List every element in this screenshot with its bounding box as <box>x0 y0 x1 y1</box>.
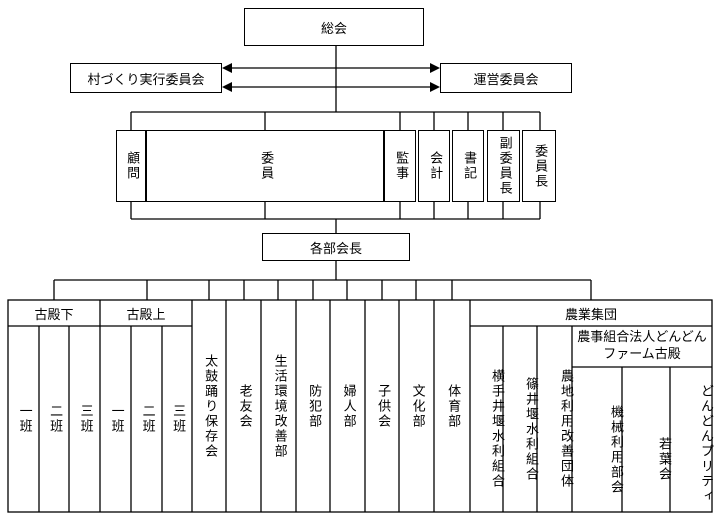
corp-group-machinery: 機械利用部会 <box>608 404 623 495</box>
department-elderly: 老友会 <box>236 383 252 429</box>
kodono-shimo-group-2: 二班 <box>47 404 63 434</box>
arrow-head-left-upper <box>222 63 232 73</box>
farming-group-land-use: 農地利用改善団体 <box>558 369 573 489</box>
general-meeting-box: 総会 <box>244 8 424 46</box>
corp-group-pretty: どんどんプリティ <box>698 383 713 504</box>
kodono-kami-title: 古殿上 <box>126 307 166 323</box>
arrow-head-right-upper <box>430 63 440 73</box>
kodono-shimo-group-1: 一班 <box>16 404 32 434</box>
auditor-label: 監事 <box>393 151 409 181</box>
department-sports: 体育部 <box>445 383 461 429</box>
advisor-box: 顧問 <box>116 130 146 202</box>
accountant-label: 会計 <box>427 151 443 181</box>
department-heads-label: 各部会長 <box>309 241 362 257</box>
arrow-head-right-lower <box>430 82 440 92</box>
department-children: 子供会 <box>375 383 391 429</box>
advisor-label: 顧問 <box>124 151 140 181</box>
department-heads-box: 各部会長 <box>262 233 410 261</box>
accountant-box: 会計 <box>418 130 450 202</box>
farming-corp-title: 農事組合法人どんどんファーム古殿 <box>577 330 707 362</box>
kodono-kami-group-3: 三班 <box>170 404 186 434</box>
department-crime-prevention: 防犯部 <box>306 383 322 429</box>
village-committee-label: 村づくり実行委員会 <box>87 72 205 88</box>
farming-group-shinoi: 篠井堰水利組合 <box>523 376 538 482</box>
farming-group-title: 農業集団 <box>564 307 617 323</box>
vice-chair-label: 副委員長 <box>496 136 512 196</box>
corp-group-wakaba: 若葉会 <box>656 437 671 482</box>
departments-table-frame <box>7 299 713 513</box>
department-women: 婦人部 <box>340 383 356 429</box>
farming-group-yokote: 横手井堰水利組合 <box>489 369 504 489</box>
village-committee-box: 村づくり実行委員会 <box>70 63 222 93</box>
department-environment: 生活環境改善部 <box>271 353 287 459</box>
auditor-box: 監事 <box>384 130 416 202</box>
chair-box: 委員長 <box>522 130 556 202</box>
steering-committee-box: 運営委員会 <box>440 63 572 93</box>
kodono-shimo-group-3: 三班 <box>77 404 93 434</box>
arrow-head-left-lower <box>222 82 232 92</box>
members-label: 委員 <box>258 151 274 181</box>
department-culture: 文化部 <box>409 383 425 429</box>
general-meeting-label: 総会 <box>320 21 347 37</box>
secretary-box: 書記 <box>452 130 484 202</box>
kodono-kami-group-2: 二班 <box>139 404 155 434</box>
kodono-shimo-title: 古殿下 <box>34 307 74 323</box>
secretary-label: 書記 <box>461 151 477 181</box>
kodono-kami-group-1: 一班 <box>108 404 124 434</box>
vice-chair-box: 副委員長 <box>487 130 520 202</box>
steering-committee-label: 運営委員会 <box>473 72 539 88</box>
chair-label: 委員長 <box>532 143 548 189</box>
members-box: 委員 <box>146 130 384 202</box>
department-taiko: 太鼓踊り保存会 <box>202 353 218 459</box>
